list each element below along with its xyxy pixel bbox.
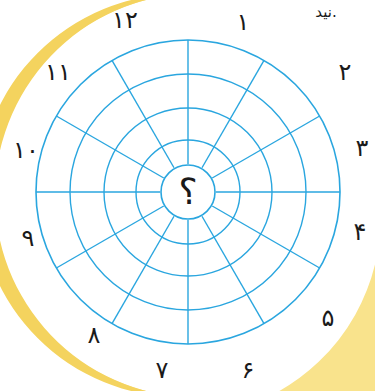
center-circle: ؟: [160, 164, 216, 220]
question-mark: ؟: [178, 172, 197, 212]
clock-number: ۷: [156, 358, 169, 382]
clock-number: ۵: [322, 306, 335, 330]
instruction-text: نید.: [315, 5, 336, 20]
clock-number: ۹: [22, 226, 35, 250]
clock-number: ۶: [242, 358, 255, 382]
clock-number: ۱: [237, 10, 250, 34]
clock-number: ۲: [339, 60, 352, 84]
clock-number: ۸: [88, 323, 101, 347]
outer-ring: [36, 40, 340, 344]
clock-number: ۱۰: [13, 138, 39, 162]
clock-number: ۴: [354, 220, 367, 244]
clock-number: ۳: [356, 136, 369, 160]
grid-lines: [36, 40, 340, 344]
clock-number: ۱۲: [112, 8, 138, 32]
clock-number: ۱۱: [45, 60, 71, 84]
